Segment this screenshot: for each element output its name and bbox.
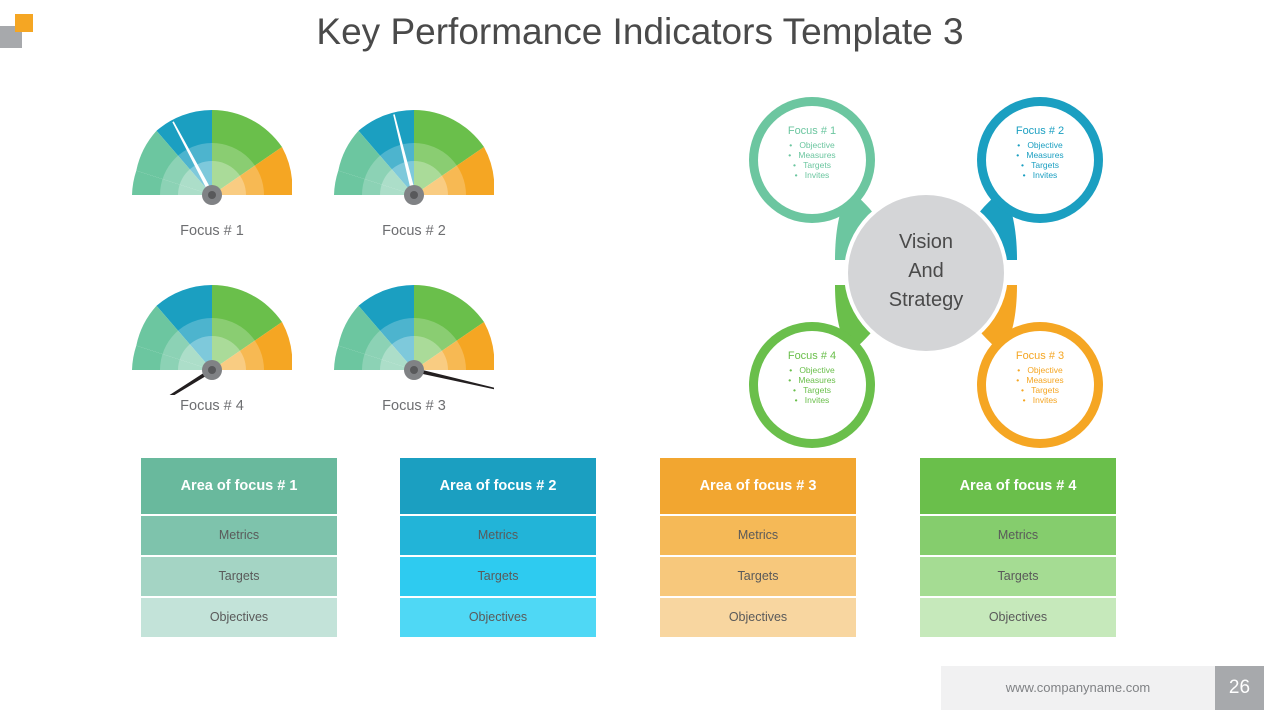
- petal-4-bullets: • Objective • Measures • Targets • Invit…: [749, 365, 875, 405]
- vision-line-1: Vision: [898, 231, 954, 253]
- petal-2-title: Focus # 2: [1015, 125, 1065, 137]
- page-number-box: [1215, 666, 1264, 710]
- petal-4-bullet-3: • Targets: [793, 385, 831, 395]
- gauge-focus-4: [132, 275, 293, 415]
- gauge-label-1: Focus # 1: [180, 223, 244, 239]
- petal-1-bullet-1: • Objective: [789, 140, 835, 150]
- petal-3-bullet-3: • Targets: [1021, 385, 1059, 395]
- table-4-header: Area of focus # 4: [920, 458, 1116, 514]
- petal-1-title: Focus # 1: [787, 125, 837, 137]
- petal-2[interactable]: Focus # 2 • Objective • Measures • Targe…: [977, 125, 1103, 180]
- table-3-row-objectives[interactable]: Objectives: [660, 598, 856, 637]
- petal-3[interactable]: Focus # 3 • Objective • Measures • Targe…: [977, 350, 1103, 405]
- petal-4-bullet-1: • Objective: [789, 365, 835, 375]
- table-2-row-objectives[interactable]: Objectives: [400, 598, 596, 637]
- gauge-label-2: Focus # 2: [382, 223, 446, 239]
- petal-1-bullet-3: • Targets: [793, 160, 831, 170]
- table-3-header: Area of focus # 3: [660, 458, 856, 514]
- petal-2-bullet-3: • Targets: [1021, 160, 1059, 170]
- table-2-row-metrics[interactable]: Metrics: [400, 516, 596, 555]
- table-2-header: Area of focus # 2: [400, 458, 596, 514]
- gauge-focus-2: [334, 100, 495, 220]
- table-3-row-targets[interactable]: Targets: [660, 557, 856, 596]
- petal-3-bullets: • Objective • Measures • Targets • Invit…: [977, 365, 1103, 405]
- petal-1-bullet-4: • Invites: [794, 170, 830, 180]
- petal-3-bullet-2: • Measures: [1016, 375, 1064, 385]
- petal-3-title: Focus # 3: [1015, 350, 1065, 362]
- table-area-of-focus-3[interactable]: Area of focus # 3 Metrics Targets Object…: [660, 458, 856, 637]
- petal-4-bullet-2: • Measures: [788, 375, 836, 385]
- footer-bar: [941, 666, 1215, 710]
- brand-logo: [0, 10, 60, 54]
- table-1-row-targets[interactable]: Targets: [141, 557, 337, 596]
- logo-square-orange: [15, 14, 33, 32]
- petal-2-bullet-2: • Measures: [1016, 150, 1064, 160]
- petal-1-bullets: • Objective • Measures • Targets • Invit…: [749, 140, 875, 180]
- table-4-row-targets[interactable]: Targets: [920, 557, 1116, 596]
- vision-line-2: And: [908, 260, 944, 282]
- table-area-of-focus-1[interactable]: Area of focus # 1 Metrics Targets Object…: [141, 458, 337, 637]
- table-1-row-objectives[interactable]: Objectives: [141, 598, 337, 637]
- gauge-focus-1: [132, 100, 293, 220]
- page-title: Key Performance Indicators Template 3: [316, 11, 964, 52]
- table-4-row-objectives[interactable]: Objectives: [920, 598, 1116, 637]
- table-2-row-targets[interactable]: Targets: [400, 557, 596, 596]
- petal-4-bullet-4: • Invites: [794, 395, 830, 405]
- petal-1-bullet-2: • Measures: [788, 150, 836, 160]
- page-number: 26: [1228, 677, 1251, 698]
- table-area-of-focus-4[interactable]: Area of focus # 4 Metrics Targets Object…: [920, 458, 1116, 637]
- vision-line-3: Strategy: [888, 289, 964, 311]
- gauge-focus-3: [334, 275, 496, 395]
- table-3-row-metrics[interactable]: Metrics: [660, 516, 856, 555]
- petal-4-title: Focus # 4: [787, 350, 837, 362]
- table-4-row-metrics[interactable]: Metrics: [920, 516, 1116, 555]
- petal-4[interactable]: Focus # 4 • Objective • Measures • Targe…: [749, 350, 875, 405]
- petal-1[interactable]: Focus # 1 • Objective • Measures • Targe…: [749, 125, 875, 180]
- vision-center-label: Vision And Strategy: [856, 228, 996, 315]
- petal-2-bullet-1: • Objective: [1017, 140, 1063, 150]
- petal-2-bullet-4: • Invites: [1022, 170, 1058, 180]
- gauge-label-4: Focus # 4: [180, 398, 244, 414]
- table-1-row-metrics[interactable]: Metrics: [141, 516, 337, 555]
- gauge-label-3: Focus # 3: [382, 398, 446, 414]
- vision-strategy-diagram: Focus # 1 • Objective • Measures • Targe…: [730, 95, 1120, 450]
- footer-website: www.companyname.com: [1005, 680, 1151, 695]
- table-1-header: Area of focus # 1: [141, 458, 337, 514]
- table-area-of-focus-2[interactable]: Area of focus # 2 Metrics Targets Object…: [400, 458, 596, 637]
- petal-3-bullet-4: • Invites: [1022, 395, 1058, 405]
- petal-3-bullet-1: • Objective: [1017, 365, 1063, 375]
- petal-2-bullets: • Objective • Measures • Targets • Invit…: [977, 140, 1103, 180]
